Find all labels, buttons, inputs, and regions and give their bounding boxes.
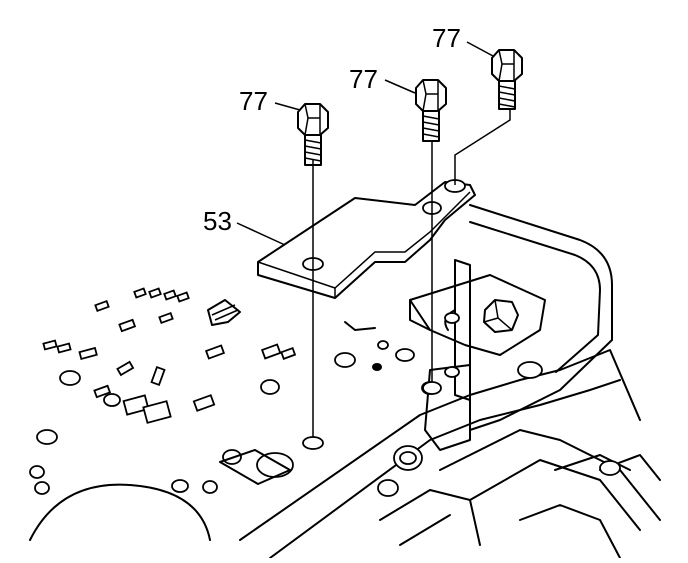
- separator-plate: [29, 287, 415, 541]
- bracket-53: [257, 179, 476, 299]
- leader-lines: [236, 41, 494, 246]
- bolt-left: [297, 103, 329, 166]
- valve-body: [239, 204, 661, 559]
- bolt-alignment-lines: [302, 110, 511, 450]
- bolt-middle: [415, 79, 447, 142]
- label-plate: 53: [203, 206, 232, 236]
- label-bolt-middle: 77: [349, 64, 378, 94]
- label-bolt-right: 77: [432, 23, 461, 53]
- bolt-right: [491, 49, 523, 110]
- label-bolt-left: 77: [239, 86, 268, 116]
